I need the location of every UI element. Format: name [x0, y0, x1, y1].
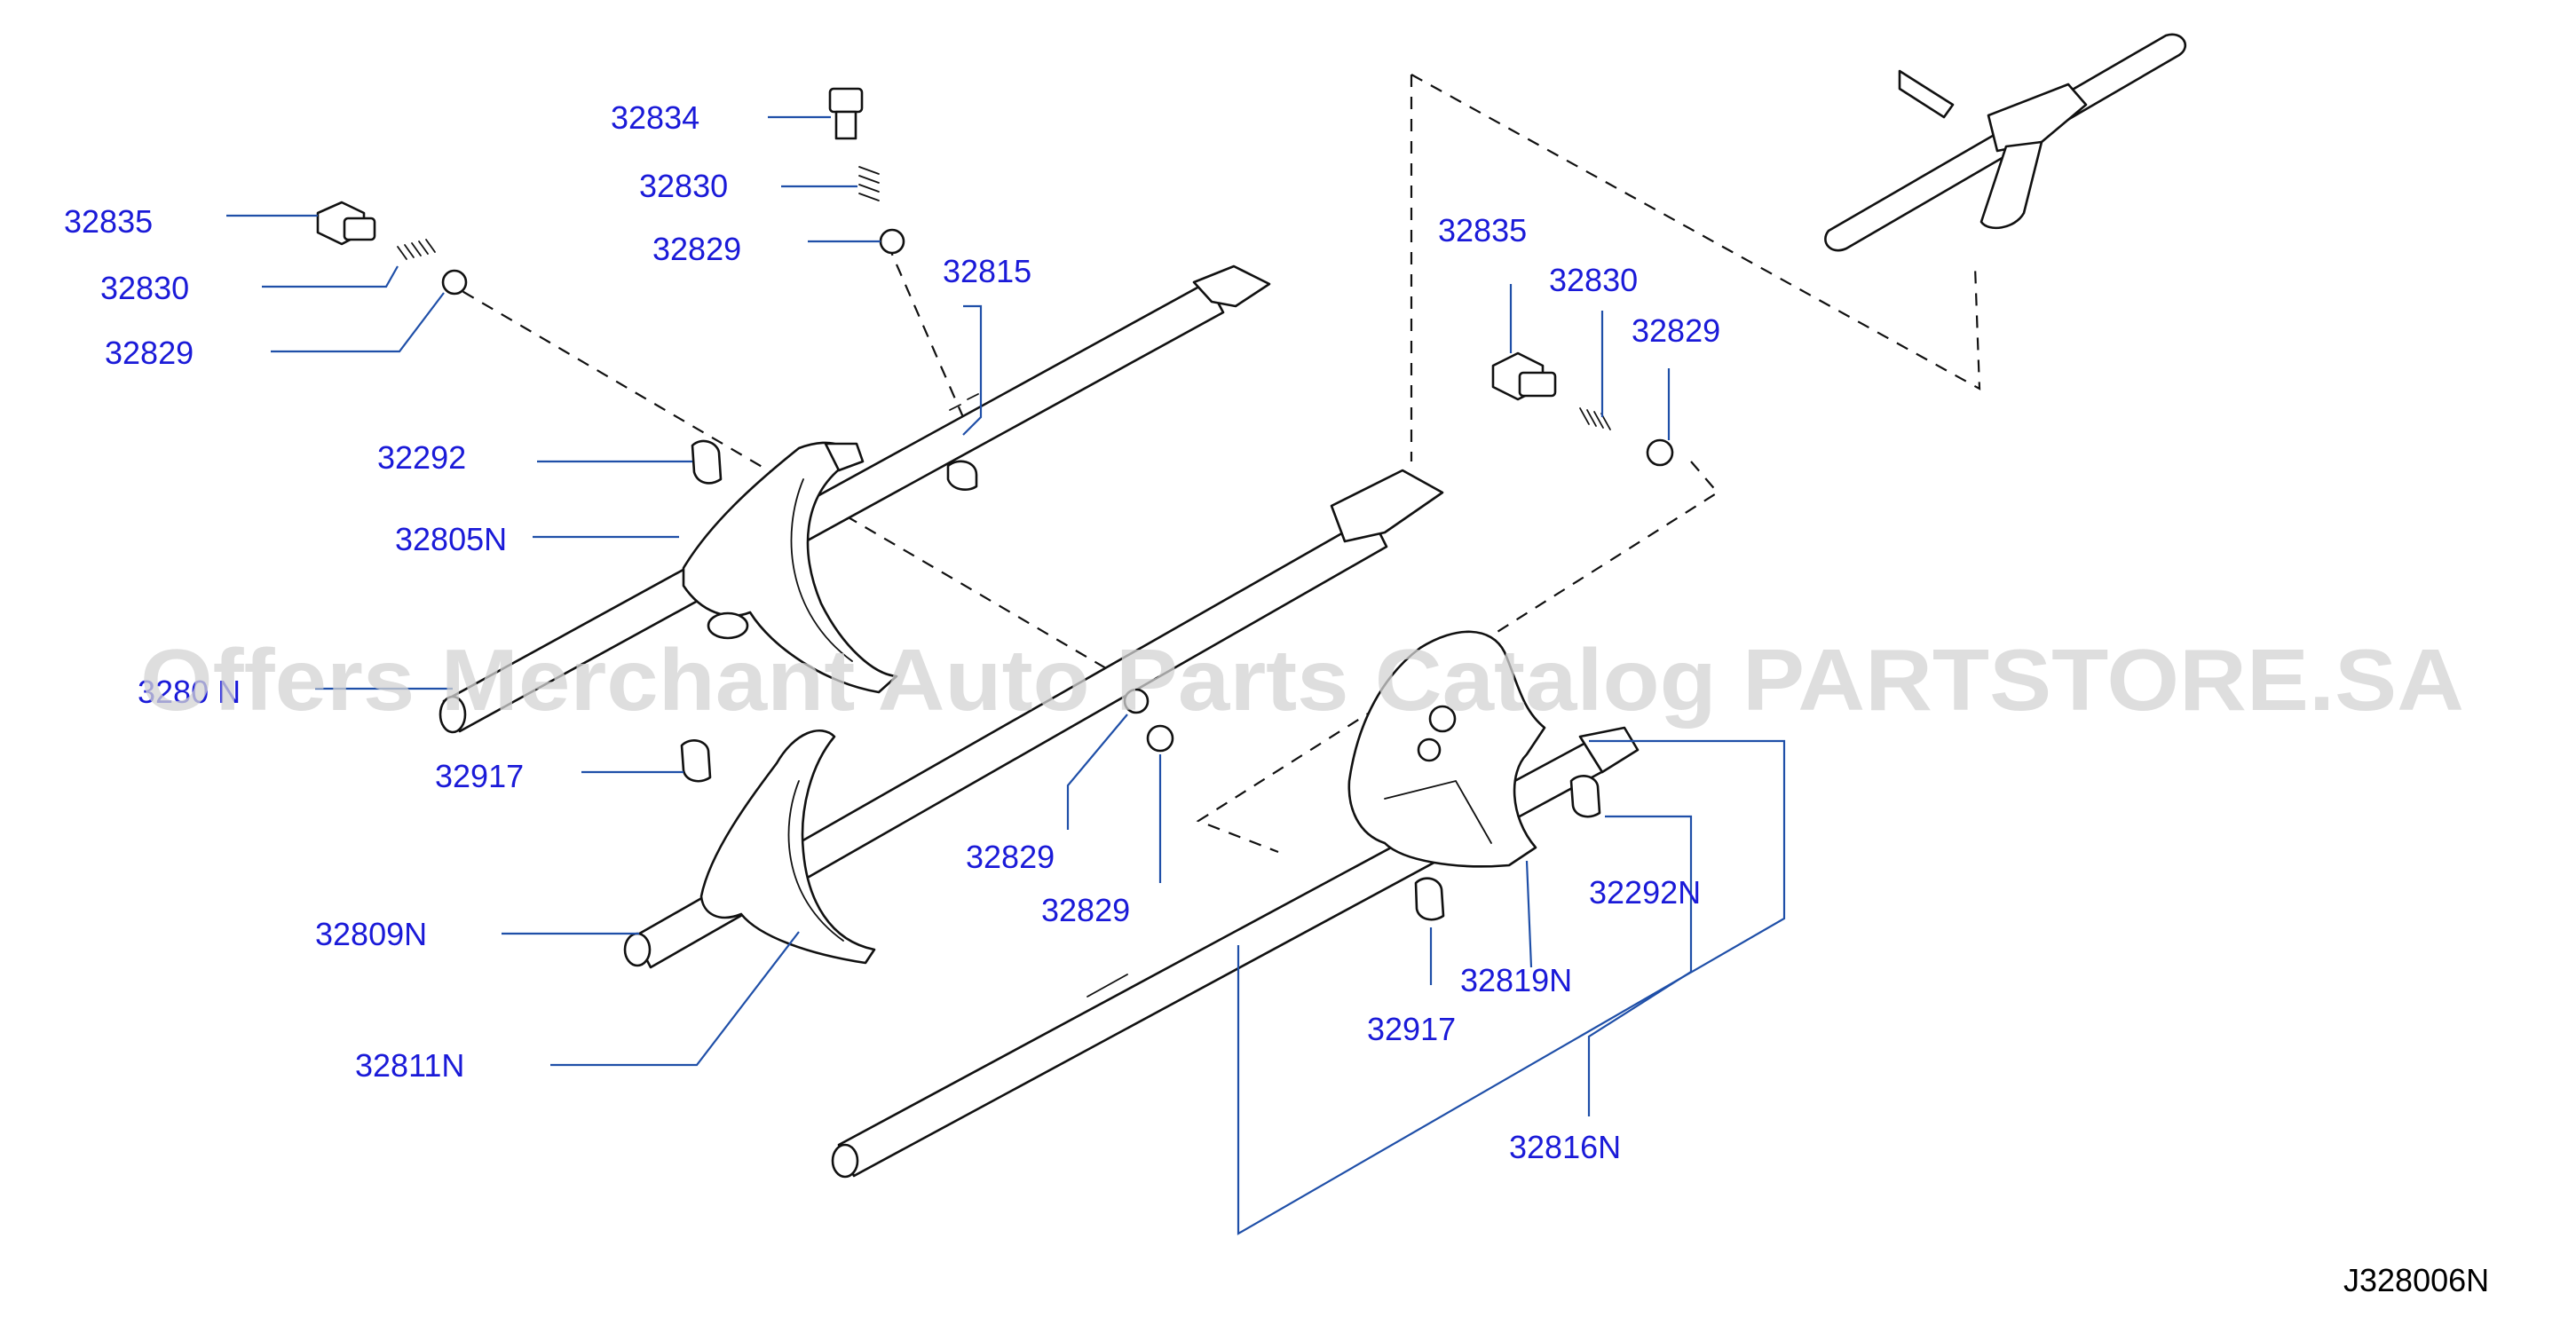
callout-32917-left: 32917 [435, 758, 524, 794]
callout-3280x: 3280 N [138, 674, 241, 710]
pin-32917-left [680, 739, 712, 783]
figure-code: J328006N [2343, 1262, 2489, 1298]
callout-32292n: 32292N [1589, 874, 1701, 911]
callout-32829-mid-2: 32829 [1041, 892, 1130, 928]
ball-32829-mid-2 [1146, 724, 1174, 753]
callout-32815: 32815 [943, 253, 1031, 289]
ball-32829-mid-1 [1123, 688, 1150, 714]
bolt-32835-right [1491, 351, 1557, 401]
dashed-assembly-lines [443, 74, 1981, 854]
ball-32829-right [1646, 438, 1674, 467]
callout-32809n: 32809N [315, 916, 427, 952]
callout-32805n: 32805N [395, 521, 507, 557]
spring-32830-left [397, 239, 436, 260]
bolt-32834 [828, 87, 864, 140]
callout-32829-top: 32829 [652, 231, 741, 267]
callout-32292: 32292 [377, 439, 466, 476]
shift-shaft-upper [439, 264, 1271, 734]
shift-shaft-middle [623, 469, 1444, 969]
shift-fork-32805n [682, 441, 898, 694]
shift-fork-32819n [1347, 630, 1546, 868]
callout-32816n: 32816N [1509, 1129, 1621, 1165]
spring-32830-top [858, 166, 880, 201]
callout-32829-right: 32829 [1632, 312, 1720, 349]
bolt-32835-left [316, 201, 376, 246]
pin-32917-right [1414, 877, 1445, 921]
callout-32835-right: 32835 [1438, 212, 1527, 248]
callout-32829-left: 32829 [105, 335, 194, 371]
ball-32829-left [441, 269, 468, 296]
callout-labels: 32834 32830 32829 32835 32830 32829 3281… [64, 99, 1720, 1165]
callout-32830-right: 32830 [1549, 262, 1638, 298]
callout-32917-right: 32917 [1367, 1011, 1456, 1047]
leader-lines [226, 115, 1786, 1235]
callout-32819n: 32819N [1460, 962, 1572, 998]
pin-32292n [1569, 775, 1601, 818]
callout-32834: 32834 [611, 99, 699, 136]
callout-32829-mid-1: 32829 [966, 839, 1055, 875]
callout-32811n: 32811N [355, 1047, 464, 1084]
shift-lever-inset [1824, 33, 2186, 252]
callout-32830-left: 32830 [100, 270, 189, 306]
ball-32829-top [879, 228, 905, 255]
shift-fork-32809n-32811n [699, 729, 876, 965]
callout-32835-left: 32835 [64, 203, 153, 240]
spring-32830-right [1579, 407, 1611, 430]
pin-32292 [691, 439, 723, 485]
callout-32830-top: 32830 [639, 168, 728, 204]
watermark: Offers Merchant Auto Parts Catalog PARTS… [140, 631, 2464, 729]
pin-32815 [946, 460, 978, 492]
